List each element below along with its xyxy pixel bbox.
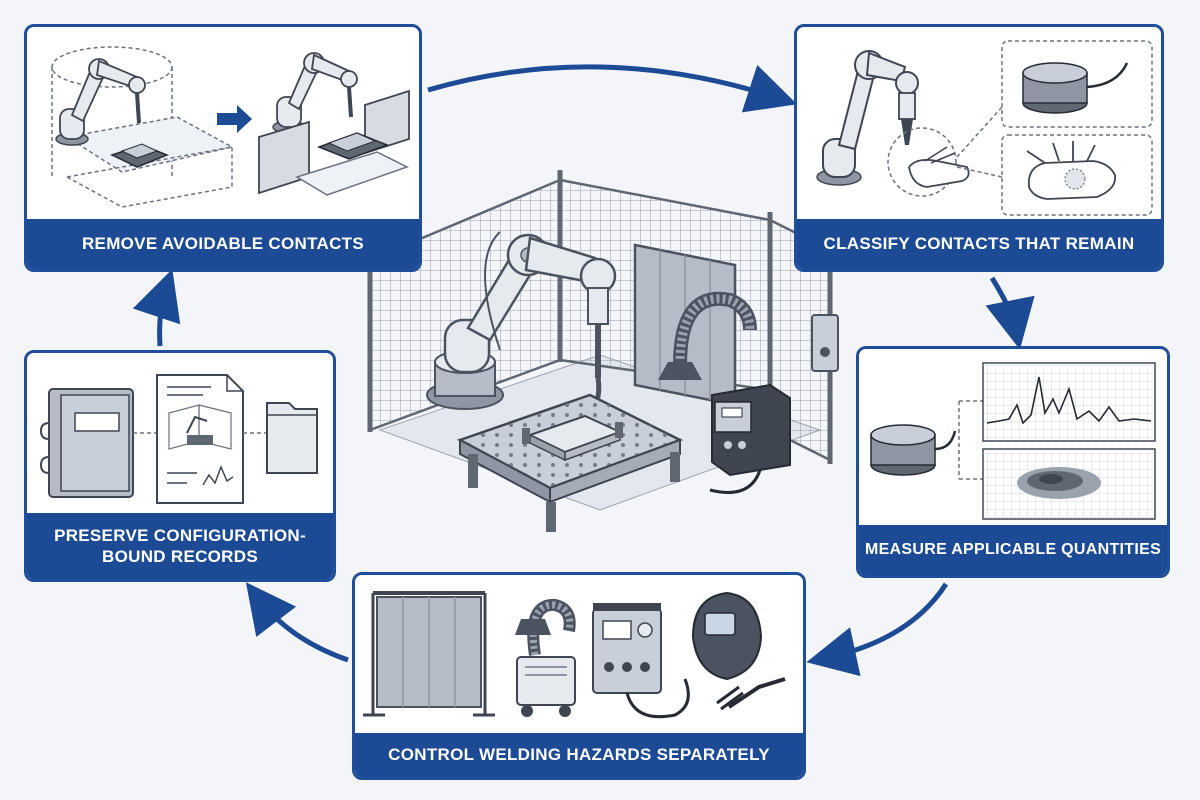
contact-classification-icon — [816, 40, 1153, 216]
force-pressure-measurement-icon — [870, 362, 1156, 520]
robotic-welding-cell-icon — [367, 170, 839, 532]
arrow-control-to-preserve — [245, 582, 349, 663]
robot-guarding-icon — [51, 46, 410, 208]
step-control-welding-hazards: CONTROL WELDING HAZARDS SEPARATELY — [352, 572, 806, 780]
arrow-preserve-to-remove — [132, 269, 181, 347]
step-label: MEASURE APPLICABLE QUANTITIES — [859, 525, 1167, 575]
step-label: CLASSIFY CONTACTS THAT REMAIN — [797, 219, 1161, 269]
welding-equipment-icon — [363, 591, 786, 719]
step-label: PRESERVE CONFIGURATION-BOUND RECORDS — [27, 513, 333, 579]
arrow-classify-to-measure — [985, 276, 1035, 350]
step-label: REMOVE AVOIDABLE CONTACTS — [27, 219, 419, 269]
step-label: CONTROL WELDING HAZARDS SEPARATELY — [355, 733, 803, 777]
arrow-measure-to-control — [806, 582, 949, 677]
records-binder-icon — [39, 374, 318, 504]
step-remove-avoidable-contacts: REMOVE AVOIDABLE CONTACTS — [24, 24, 422, 272]
arrow-remove-to-classify — [427, 64, 798, 113]
step-classify-contacts: CLASSIFY CONTACTS THAT REMAIN — [794, 24, 1164, 272]
step-measure-quantities: MEASURE APPLICABLE QUANTITIES — [856, 346, 1170, 578]
step-preserve-records: PRESERVE CONFIGURATION-BOUND RECORDS — [24, 350, 336, 582]
